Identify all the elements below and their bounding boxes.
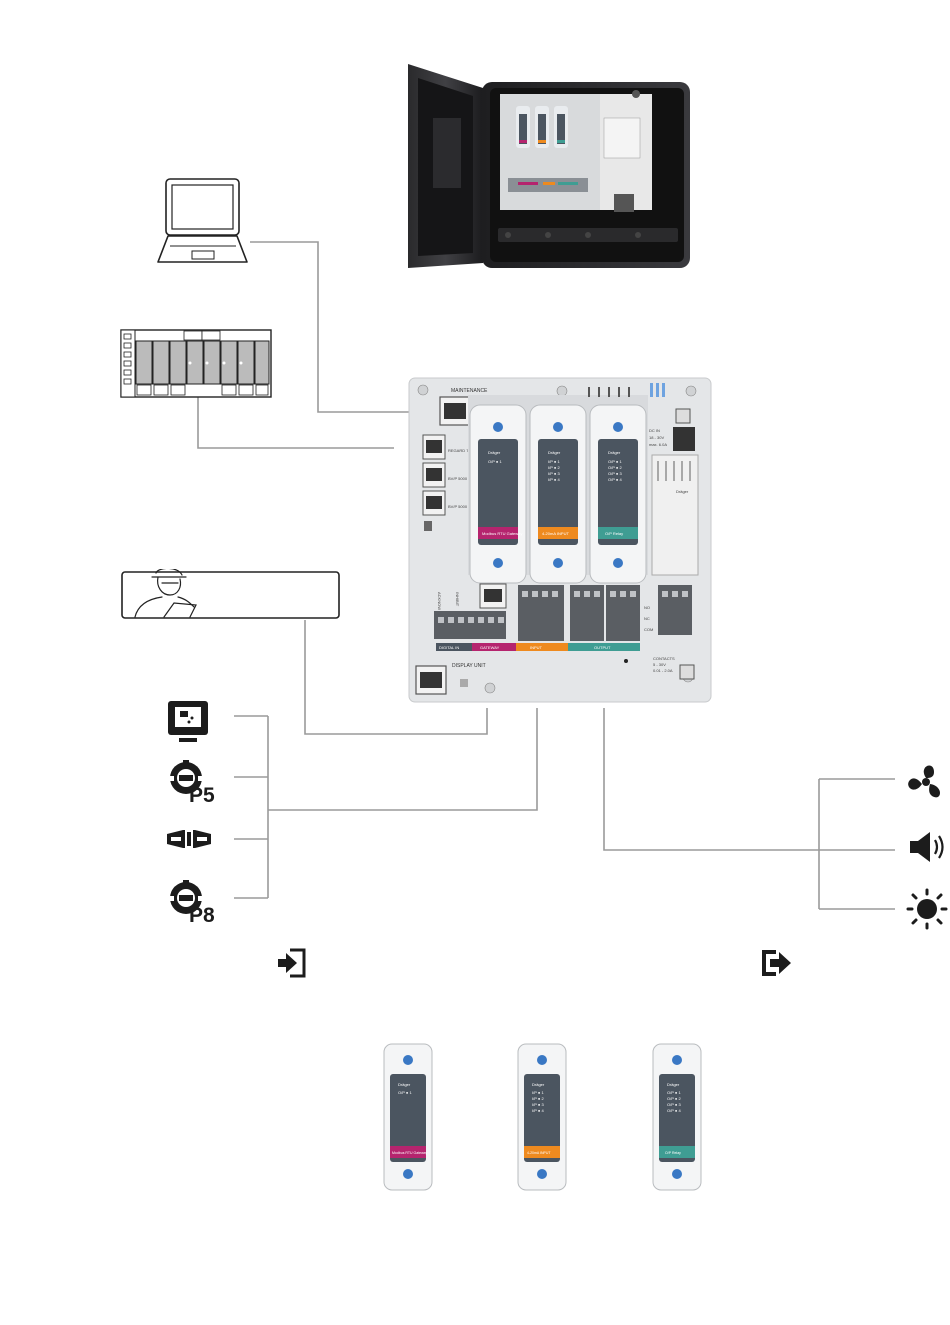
svg-text:Dräger: Dräger xyxy=(532,1082,545,1087)
plc-line xyxy=(197,397,394,449)
technician-line xyxy=(304,620,488,735)
sensor-p5-icon: P5 xyxy=(163,758,223,808)
svg-text:GATEWAY: GATEWAY xyxy=(480,645,500,650)
svg-text:18 - 30V: 18 - 30V xyxy=(649,435,664,440)
module-gateway-standalone: Dräger O/P ● 1 Modbus RTU Gateway xyxy=(383,1043,433,1191)
svg-text:NO: NO xyxy=(644,605,650,610)
module-input-standalone: Dräger I/P ● 1 I/P ● 2 I/P ● 3 I/P ● 4 4… xyxy=(517,1043,567,1191)
svg-text:I/P ● 4: I/P ● 4 xyxy=(548,477,560,482)
svg-text:I/P ● 1: I/P ● 1 xyxy=(532,1090,544,1095)
svg-text:4-20mA INPUT: 4-20mA INPUT xyxy=(527,1151,551,1155)
inhibit-label: INHIBIT xyxy=(455,592,460,607)
svg-text:O/P ● 2: O/P ● 2 xyxy=(608,465,622,470)
beacon-light-icon xyxy=(906,888,948,930)
laptop-icon xyxy=(157,178,248,263)
module-relay: Dräger O/P ● 1 O/P ● 2 O/P ● 3 O/P ● 4 O… xyxy=(589,404,647,584)
output-arrow-icon xyxy=(762,950,791,976)
svg-text:5 - 30V: 5 - 30V xyxy=(653,662,666,667)
svg-text:O/P ● 1: O/P ● 1 xyxy=(488,459,502,464)
svg-text:I/P ● 3: I/P ● 3 xyxy=(548,471,560,476)
svg-text:INPUT: INPUT xyxy=(530,645,543,650)
module-relay-standalone: Dräger O/P ● 1 O/P ● 2 O/P ● 3 O/P ● 4 O… xyxy=(652,1043,702,1191)
acknowledge-label: ACKNOW LEDGE xyxy=(437,592,442,625)
svg-text:Modbus RTU Gateway: Modbus RTU Gateway xyxy=(392,1151,428,1155)
svg-text:O/P Relay: O/P Relay xyxy=(665,1151,681,1155)
svg-text:O/P ● 3: O/P ● 3 xyxy=(667,1102,681,1107)
svg-text:O/P ● 3: O/P ● 3 xyxy=(608,471,622,476)
p8-label: P8 xyxy=(189,904,215,927)
svg-text:4-20mA INPUT: 4-20mA INPUT xyxy=(542,531,569,536)
svg-text:I/P ● 1: I/P ● 1 xyxy=(548,459,560,464)
dc-in-label: DC IN xyxy=(649,428,660,433)
svg-text:NC: NC xyxy=(644,616,650,621)
technician-icon xyxy=(121,569,340,619)
contacts-label: CONTACTS xyxy=(653,656,675,661)
svg-text:Dräger: Dräger xyxy=(608,450,621,455)
svg-text:I/P ● 2: I/P ● 2 xyxy=(532,1096,544,1101)
svg-text:COM: COM xyxy=(644,627,653,632)
laptop-line xyxy=(250,241,426,413)
svg-text:O/P ● 1: O/P ● 1 xyxy=(667,1090,681,1095)
svg-text:max. 6.0A: max. 6.0A xyxy=(649,442,667,447)
svg-text:O/P ● 1: O/P ● 1 xyxy=(398,1090,412,1095)
sensor-p8-icon: P8 xyxy=(163,878,223,928)
p5-label: P5 xyxy=(189,784,215,807)
svg-text:O/P ● 1: O/P ● 1 xyxy=(608,459,622,464)
svg-text:O/P ● 2: O/P ● 2 xyxy=(667,1096,681,1101)
svg-text:OUTPUT: OUTPUT xyxy=(594,645,611,650)
svg-text:Dräger: Dräger xyxy=(398,1082,411,1087)
svg-text:I/P ● 4: I/P ● 4 xyxy=(532,1108,544,1113)
svg-text:I/P ● 3: I/P ● 3 xyxy=(532,1102,544,1107)
bvp-label-b: BV/P 5000 xyxy=(448,504,468,509)
module-gateway: Dräger O/P ● 1 Modbus RTU Gateway xyxy=(469,404,527,584)
enclosure-image xyxy=(408,64,690,268)
svg-text:I/P ● 2: I/P ● 2 xyxy=(548,465,560,470)
svg-text:O/P ● 4: O/P ● 4 xyxy=(608,477,622,482)
input-arrow-icon xyxy=(278,948,306,978)
beam-detector-icon xyxy=(167,830,211,848)
svg-text:O/P Relay: O/P Relay xyxy=(605,531,623,536)
svg-text:Dräger: Dräger xyxy=(548,450,561,455)
inputs-to-panel xyxy=(268,708,538,811)
svg-text:Dräger: Dräger xyxy=(488,450,501,455)
svg-text:O/P ● 4: O/P ● 4 xyxy=(667,1108,681,1113)
svg-text:Modbus RTU Gateway: Modbus RTU Gateway xyxy=(482,531,522,536)
display-unit-label: DISPLAY UNIT xyxy=(452,663,486,669)
regard-label: REGARD 7000 xyxy=(448,448,476,453)
bvp-label-a: BV/P 5000 xyxy=(448,476,468,481)
plc-rack-icon xyxy=(120,329,272,398)
maintenance-label: MAINTENANCE xyxy=(451,388,488,394)
horn-icon xyxy=(910,832,944,862)
display-unit-icon xyxy=(168,701,208,742)
digital-in-label: DIGITAL IN xyxy=(439,645,459,650)
module-input: Dräger I/P ● 1 I/P ● 2 I/P ● 3 I/P ● 4 4… xyxy=(529,404,587,584)
control-panel: MAINTENANCE REGARD 7000 BV/P 5000 BV/P 5… xyxy=(408,377,712,703)
ps-brand: Dräger xyxy=(676,489,689,494)
outputs-line xyxy=(603,708,895,851)
svg-text:0.01 - 2.0A: 0.01 - 2.0A xyxy=(653,668,673,673)
fan-icon xyxy=(908,765,940,798)
svg-text:Dräger: Dräger xyxy=(667,1082,680,1087)
